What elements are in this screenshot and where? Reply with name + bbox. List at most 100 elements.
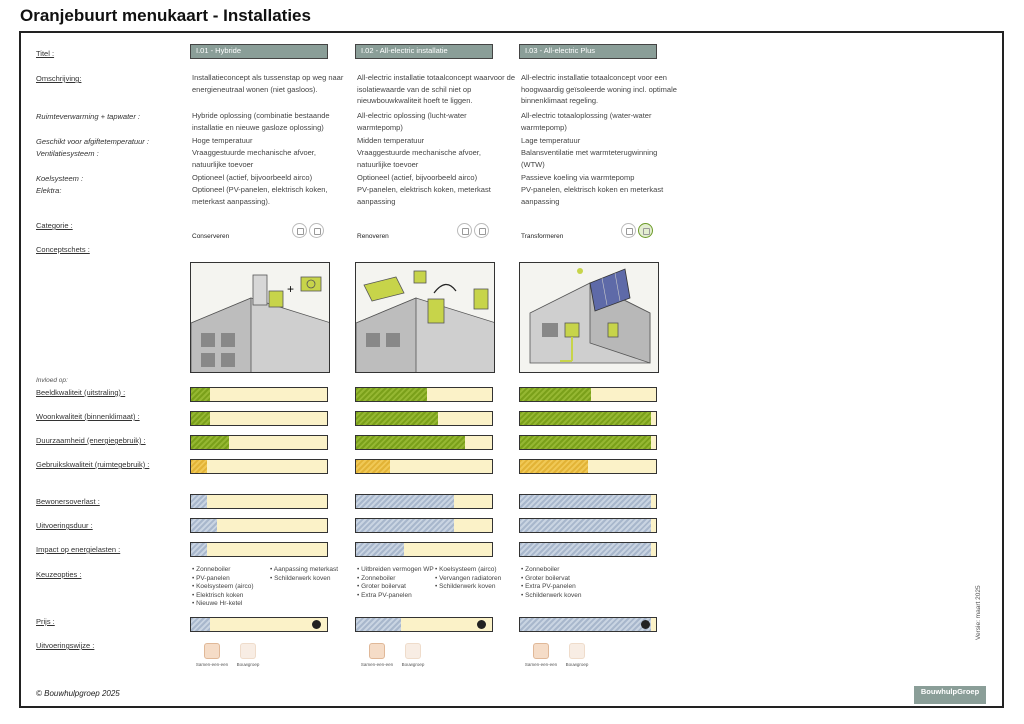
- bar-duur: [190, 518, 328, 533]
- bar-fill: [191, 412, 211, 425]
- category-icons: [290, 223, 324, 243]
- label-ruimteverwarming: Ruimteverwarming + tapwater :: [36, 112, 140, 121]
- label-overlast: Bewonersoverlast :: [36, 497, 100, 506]
- keuze-item: • Uitbreiden vermogen WP: [357, 566, 434, 573]
- column-title: I.01 - Hybride: [190, 44, 328, 59]
- uitvoering-icon: [204, 643, 220, 659]
- bar-fill: [191, 436, 230, 449]
- bar-fill: [520, 436, 651, 449]
- keuze-item: • Nieuwe Hr-ketel: [192, 600, 243, 607]
- column-afgifte: Lage temperatuur: [521, 135, 677, 147]
- bar-fill: [356, 436, 465, 449]
- uitvoering-label: Bouwgroep: [401, 662, 425, 667]
- bar-fill: [356, 388, 427, 401]
- tools-icon: [292, 223, 307, 238]
- bullet-item: Vraaggestuurde mechanische afvoer, natuu…: [357, 148, 481, 169]
- bar-prijs: [190, 617, 328, 632]
- column-koel: Optioneel (actief, bijvoorbeeld airco): [357, 172, 513, 184]
- keuze-item: • Groter boilervat: [521, 574, 570, 582]
- uitvoering-icon: [569, 643, 585, 659]
- bullet-item: Vraaggestuurde mechanische afvoer, natuu…: [192, 148, 316, 169]
- uitvoering-label: Samen-een-een: [195, 662, 229, 667]
- bouwhulpgroep-logo: BouwhulpGroep: [914, 686, 986, 704]
- bullet-item: Balansventilatie met warmteterugwinning …: [521, 148, 658, 169]
- concept-sketch: [355, 262, 495, 373]
- bar-prijs: [355, 617, 493, 632]
- keuze-item: • PV-panelen: [192, 574, 230, 582]
- uitvoering-icon: [405, 643, 421, 659]
- bar-fill: [191, 519, 217, 532]
- keuze-item: • Aanpassing meterkast: [270, 566, 339, 573]
- bar-gebruik: [355, 459, 493, 474]
- bar-fill: [520, 412, 651, 425]
- category-icons: [619, 223, 653, 243]
- bar-gebruik: [190, 459, 328, 474]
- keuze-item: • Schilderwerk koven: [435, 583, 496, 590]
- column-ruimte: All-electric oplossing (lucht-water warm…: [357, 110, 513, 133]
- bar-fill: [356, 519, 454, 532]
- coin-icon: [312, 620, 321, 629]
- bar-beeld: [355, 387, 493, 402]
- keuze-item: • Zonneboiler: [192, 566, 231, 573]
- bar-fill: [191, 618, 211, 631]
- category-icons: [455, 223, 489, 243]
- bar-impact: [519, 542, 657, 557]
- keuze-item: • Elektrisch koken: [192, 591, 244, 599]
- bullet-item: Optioneel (actief, bijvoorbeeld airco): [357, 173, 478, 182]
- bar-fill: [356, 495, 454, 508]
- uitvoering-icon: [240, 643, 256, 659]
- column-ventilatie: Vraaggestuurde mechanische afvoer, natuu…: [192, 147, 348, 170]
- bar-prijs: [519, 617, 657, 632]
- house-icon: [474, 223, 489, 238]
- bar-overlast: [355, 494, 493, 509]
- bar-overlast: [190, 494, 328, 509]
- column-afgifte: Hoge temperatuur: [192, 135, 348, 147]
- label-gebruik: Gebruikskwaliteit (ruimtegebruik) :: [36, 460, 150, 469]
- bullet-item: All-electric oplossing (lucht-water warm…: [357, 111, 467, 132]
- label-invloed: Invloed op:: [36, 377, 68, 384]
- column-omschrijving: Installatieconcept als tussenstap op weg…: [192, 73, 344, 94]
- bar-fill: [520, 495, 651, 508]
- content-frame: [19, 31, 1004, 708]
- uitvoering-label: Samen-een-een: [360, 662, 394, 667]
- uitvoering-label: Samen-een-een: [524, 662, 558, 667]
- label-prijs: Prijs :: [36, 617, 55, 626]
- bar-fill: [191, 543, 208, 556]
- tools-icon: [457, 223, 472, 238]
- column-koel: Optioneel (actief, bijvoorbeeld airco): [192, 172, 348, 184]
- label-titel: Titel :: [36, 49, 55, 58]
- column-title: I.02 - All-electric installatie: [355, 44, 493, 59]
- column-elektra: Optioneel (PV-panelen, elektrisch koken,…: [192, 184, 348, 207]
- bar-fill: [520, 618, 651, 631]
- bar-beeld: [519, 387, 657, 402]
- keuze-item: • Extra PV-panelen: [521, 583, 576, 590]
- column-elektra: PV-panelen, elektrisch koken, meterkast …: [357, 184, 513, 207]
- bullet-item: Hoge temperatuur: [192, 136, 253, 145]
- column-omschrijving: All-electric installatie totaalconcept w…: [357, 73, 515, 105]
- bar-fill: [520, 519, 651, 532]
- column-title: I.03 - All-electric Plus: [519, 44, 657, 59]
- bar-fill: [356, 460, 390, 473]
- column-ventilatie: Balansventilatie met warmteterugwinning …: [521, 147, 677, 170]
- page-title: Oranjebuurt menukaart - Installaties: [20, 6, 311, 25]
- bullet-item: Lage temperatuur: [521, 136, 581, 145]
- coin-icon: [641, 620, 650, 629]
- bar-duurzaam: [519, 435, 657, 450]
- house-icon: [638, 223, 653, 238]
- bar-woon: [190, 411, 328, 426]
- bullet-item: All-electric totaaloplossing (water-wate…: [521, 111, 652, 132]
- bar-fill: [191, 388, 211, 401]
- concept-sketch: [519, 262, 659, 373]
- label-conceptschets: Conceptschets :: [36, 245, 90, 254]
- column-afgifte: Midden temperatuur: [357, 135, 513, 147]
- label-wijze: Uitvoeringswijze :: [36, 641, 95, 650]
- keuze-item: • Schilderwerk koven: [521, 591, 582, 599]
- uitvoering-label: Bouwgroep: [565, 662, 589, 667]
- bar-fill: [356, 618, 401, 631]
- label-beeld: Beeldkwaliteit (uitstraling) :: [36, 388, 126, 397]
- label-impact: Impact op energielasten :: [36, 545, 121, 554]
- label-elektra: Elektra:: [36, 186, 62, 195]
